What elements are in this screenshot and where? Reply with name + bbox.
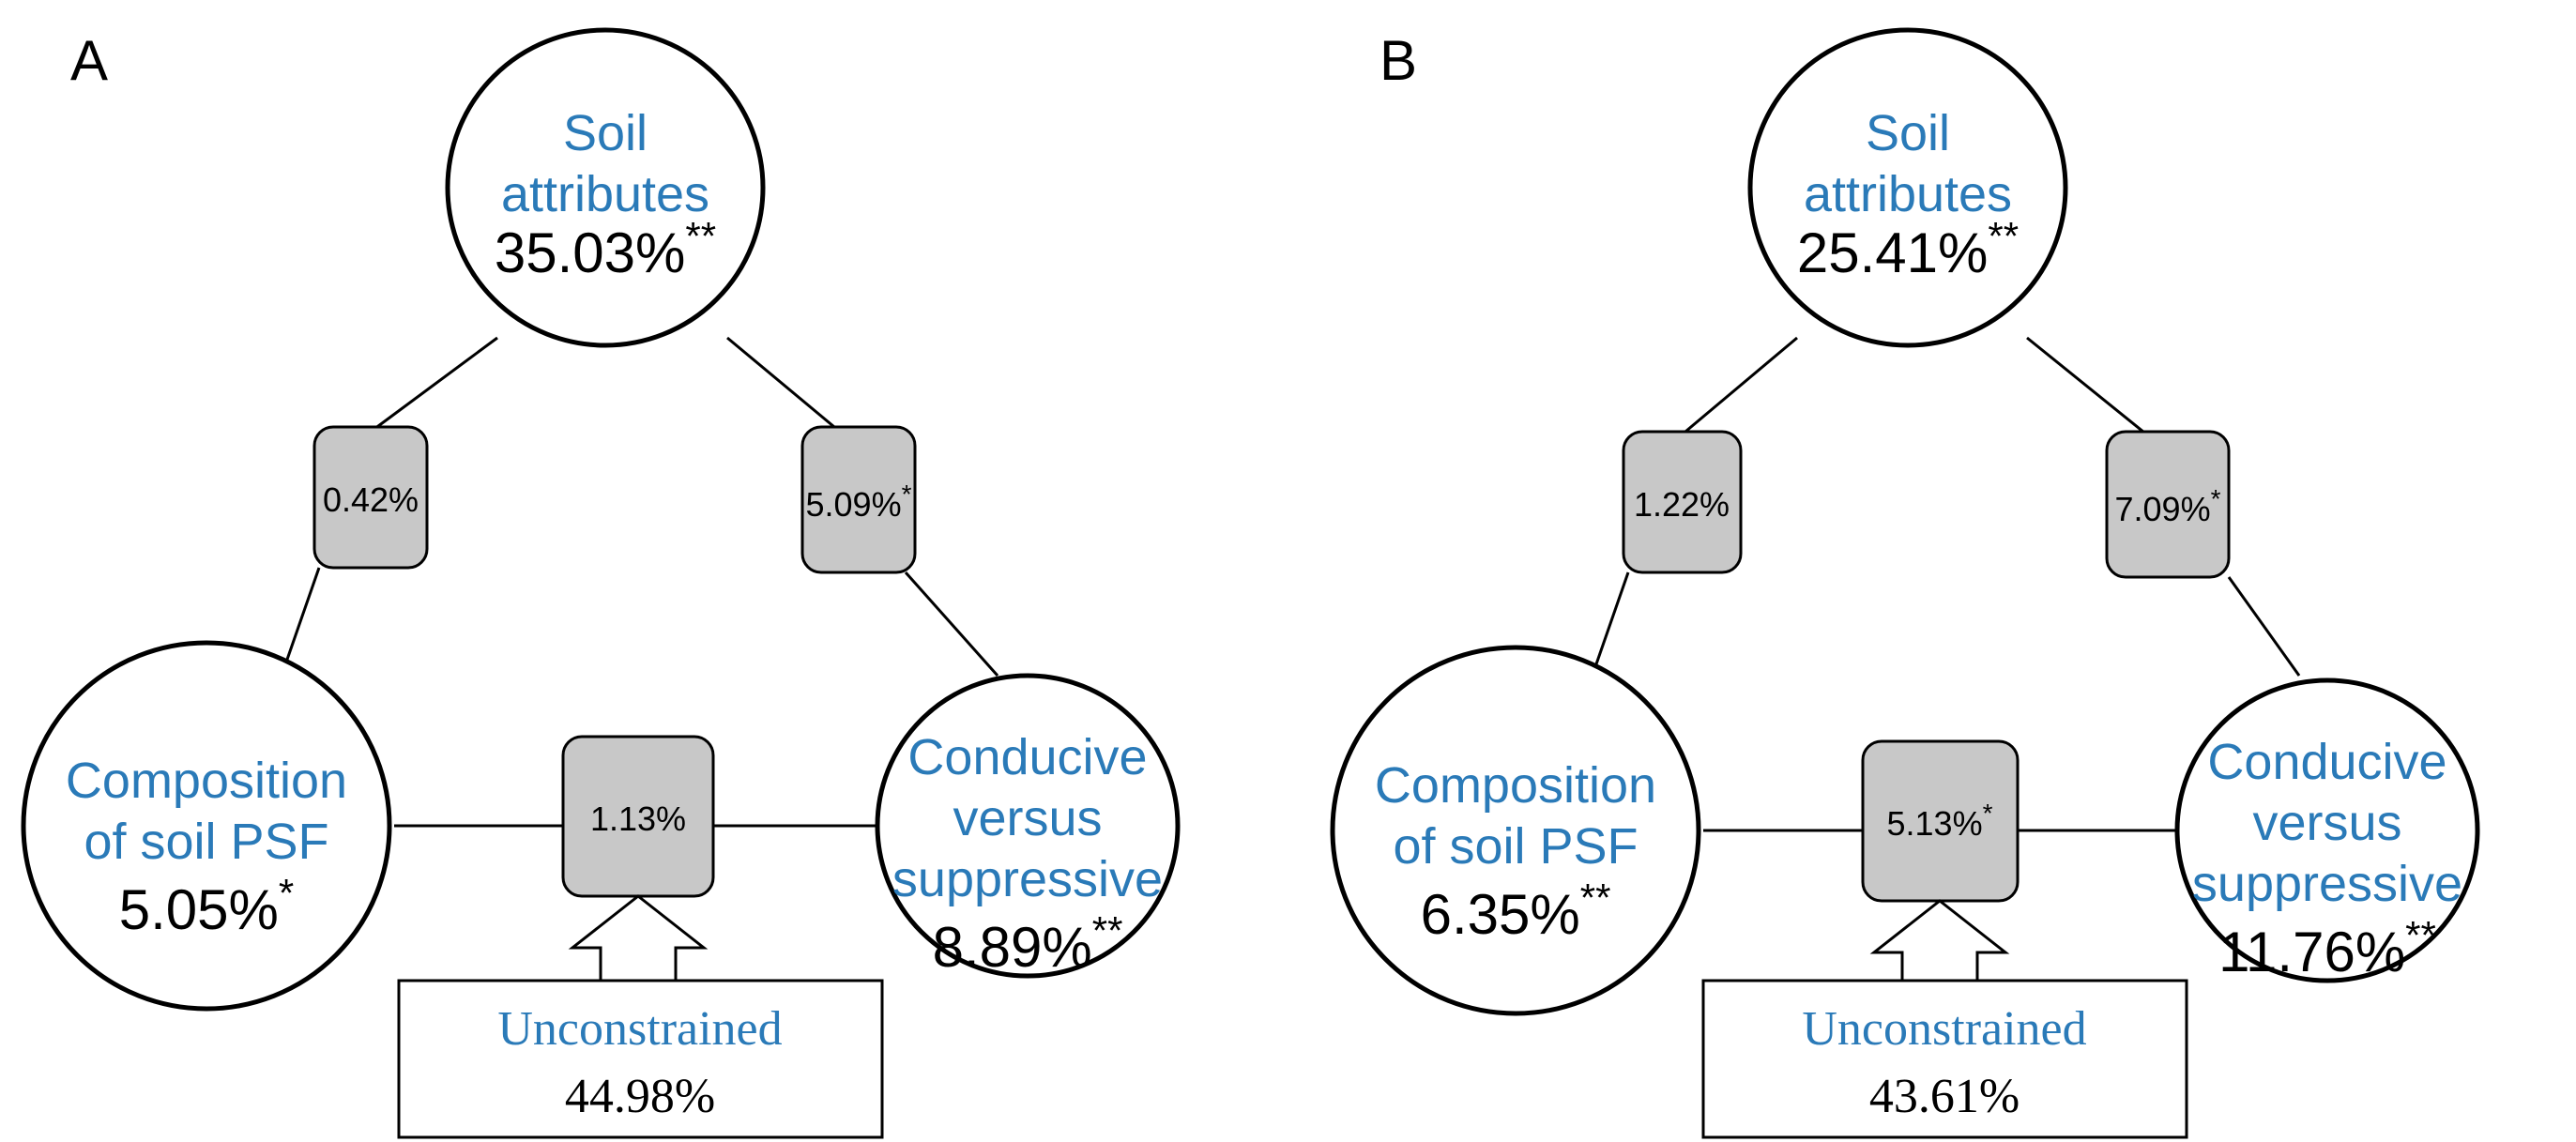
panel-b-soil-label-line1: Soil: [1866, 105, 1950, 161]
panel-b-line-soil-to-box2: [2026, 336, 2150, 438]
panel-a-soil-value: 35.03%**: [495, 214, 716, 284]
panel-a-unconstrained-label: Unconstrained: [497, 1002, 782, 1056]
panel-b-composition-label-line1: Composition: [1375, 757, 1656, 814]
panel-a-shared-soil-conducive-value: 5.09%*: [806, 480, 912, 524]
panel-b-conducive-label-line1: Conducive: [2207, 734, 2446, 790]
panel-a-letter: A: [70, 29, 108, 92]
panel-b-shared-soil-conducive-box: [2105, 430, 2231, 579]
panel-a: A Soil attributes 35.03%** Composition o…: [21, 27, 1181, 1139]
panel-a-conducive-label-line2: versus: [953, 790, 1102, 846]
panel-b-letter: B: [1379, 29, 1417, 92]
panel-a-line-soil-to-box1: [370, 336, 498, 434]
panel-b-conducive-label-line2: versus: [2252, 795, 2401, 851]
panel-a-shared-soil-composition-value: 0.42%: [323, 480, 419, 519]
panel-a-unconstrained-box: [397, 979, 884, 1139]
panel-a-shared-composition-conducive-value: 1.13%: [590, 799, 686, 838]
panel-a-line-soil-to-box2: [726, 336, 841, 434]
panel-b-shared-soil-composition-box: [1622, 430, 1743, 574]
panel-a-soil-label-line1: Soil: [563, 105, 648, 161]
panel-a-shared-soil-conducive-box: [800, 425, 917, 574]
panel-b-soil-label-line2: attributes: [1804, 166, 2012, 222]
panel-a-composition-circle: [21, 640, 392, 1012]
panel-a-soil-label-line2: attributes: [501, 166, 709, 222]
panel-a-conducive-label-line3: suppressive: [892, 851, 1163, 907]
panel-a-unconstrained-value: 44.98%: [565, 1070, 715, 1123]
panel-b-conducive-label-line3: suppressive: [2192, 856, 2462, 912]
panel-a-conducive-label-line1: Conducive: [907, 729, 1147, 785]
panel-b-soil-attributes-circle: [1747, 27, 2068, 348]
panel-a-soil-attributes-circle: [445, 27, 766, 348]
panel-a-line-box2-to-conducive: [904, 571, 999, 677]
panel-a-conducive-value: 8.89%**: [933, 908, 1123, 979]
panel-b-unconstrained-label: Unconstrained: [1802, 1002, 2086, 1056]
panel-b-conducive-value: 11.76%**: [2218, 913, 2436, 983]
panel-b-shared-soil-composition-value: 1.22%: [1634, 485, 1730, 524]
panel-b-composition-value: 6.35%**: [1421, 876, 1611, 946]
panel-b-shared-composition-conducive-value: 5.13%*: [1887, 799, 1993, 843]
panel-b-composition-circle: [1330, 645, 1701, 1016]
panel-b-line-box2-to-conducive: [2227, 576, 2301, 677]
panel-a-up-arrow-icon: [568, 894, 709, 982]
panel-a-shared-soil-composition-box: [312, 425, 429, 570]
panel-b-soil-value: 25.41%**: [1797, 214, 2019, 284]
panel-b-conducive-circle: [2174, 678, 2480, 983]
panel-b-unconstrained-box: [1701, 979, 2188, 1139]
panel-b-line-soil-to-box1: [1679, 336, 1798, 438]
panel-a-conducive-circle: [875, 673, 1181, 979]
panel-b-up-arrow-icon: [1869, 899, 2010, 982]
panel-b-composition-label-line2: of soil PSF: [1393, 818, 1638, 875]
panel-a-composition-label-line2: of soil PSF: [84, 814, 328, 870]
panel-b: B Soil attributes 25.41%** Composition o…: [1330, 27, 2480, 1139]
panel-a-line-box1-to-composition: [280, 567, 321, 677]
panel-b-line-box1-to-composition: [1589, 571, 1630, 681]
panel-b-unconstrained-value: 43.61%: [1869, 1070, 2020, 1123]
panel-b-shared-soil-conducive-value: 7.09%*: [2115, 484, 2221, 528]
panel-a-composition-value: 5.05%*: [119, 871, 295, 941]
panel-a-composition-label-line1: Composition: [66, 753, 347, 809]
